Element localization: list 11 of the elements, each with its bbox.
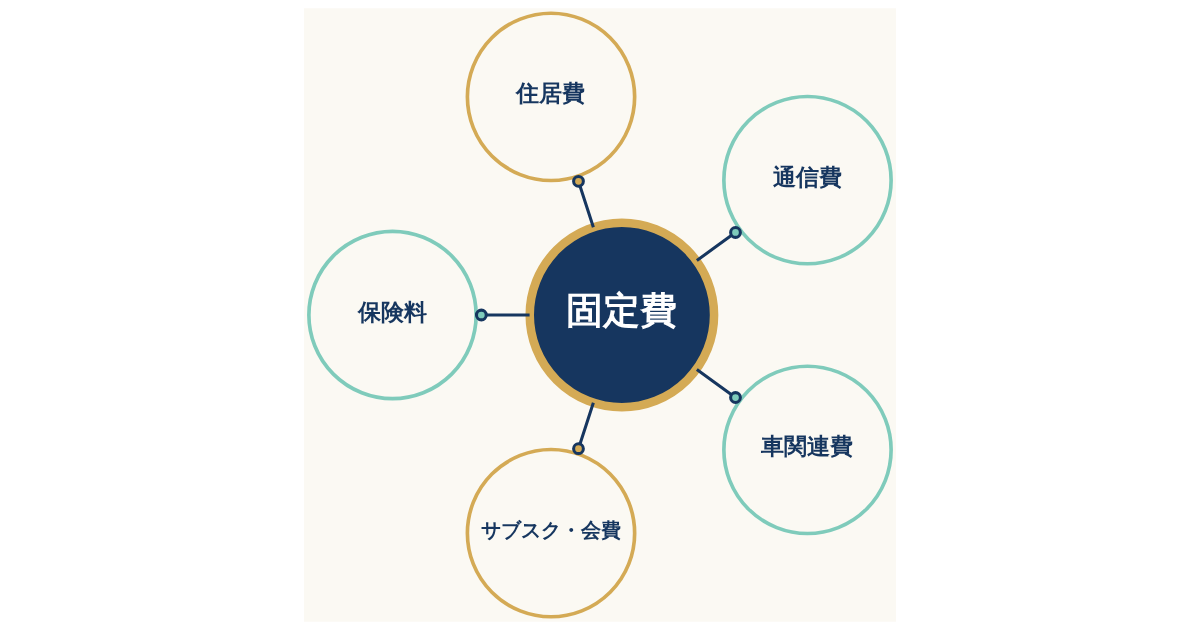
node-circle: 住居費 <box>465 11 637 183</box>
connector <box>474 308 530 322</box>
node-circle: 固定費 <box>525 218 719 412</box>
connector <box>695 368 742 404</box>
connector <box>695 226 742 262</box>
connector <box>572 174 595 228</box>
node-circle: 保険料 <box>307 229 478 401</box>
connector <box>572 402 595 456</box>
node-circle: サブスク・会費 <box>465 447 637 619</box>
node-circle: 通信費 <box>722 94 893 266</box>
node-circle: 車関連費 <box>722 364 893 536</box>
